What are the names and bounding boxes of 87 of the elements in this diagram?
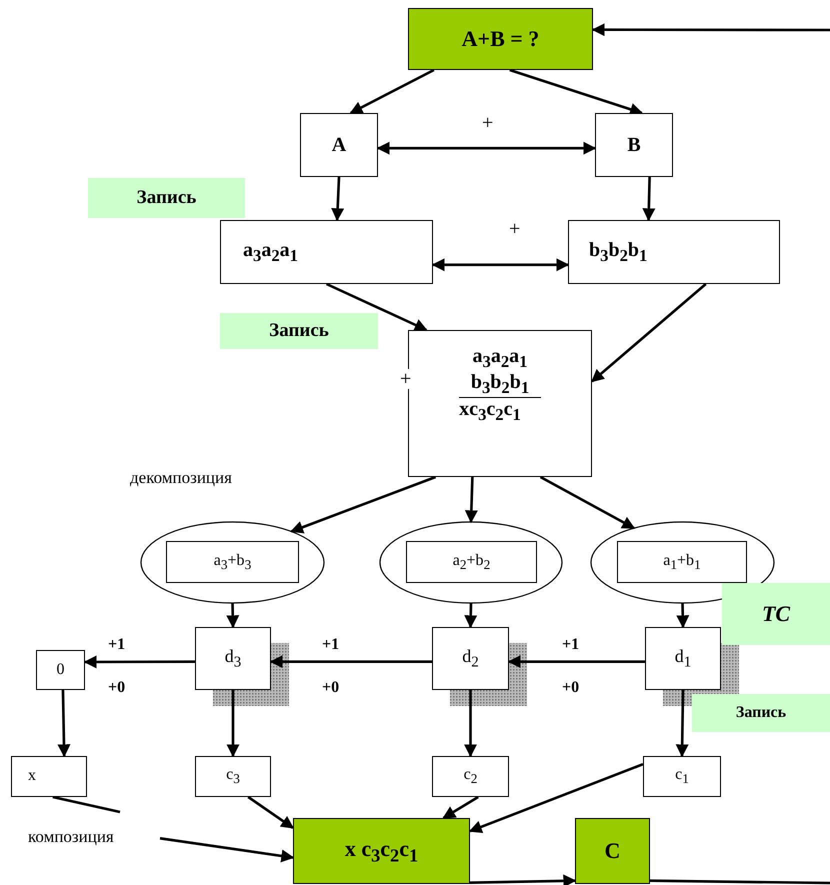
process-box <box>408 8 593 70</box>
process-box <box>432 756 509 797</box>
carry-label: +0 <box>562 679 580 697</box>
arrow <box>642 176 656 222</box>
caption-text: декомпозиция <box>130 468 232 488</box>
box-label: d$_{2}$ <box>462 646 479 672</box>
process-box <box>36 650 85 690</box>
arrow <box>57 690 70 758</box>
box-label: A+B = ? <box>462 26 540 52</box>
box-label: a$_{3}$+b$_{3}$ <box>214 552 252 572</box>
box-label: a$_{3}$a$_{2}$a$_{1}$ <box>243 238 298 266</box>
arrow <box>591 283 707 382</box>
arrow <box>226 690 240 758</box>
arrow <box>290 476 436 534</box>
process-box <box>575 818 650 884</box>
box-label: a$_{2}$+b$_{2}$ <box>452 552 490 572</box>
box-label: b$_{3}$b$_{2}$b$_{1}$ <box>589 238 648 266</box>
process-box <box>166 541 299 583</box>
operand-text: a$_{3}$a$_{2}$a$_{1}$ <box>472 345 528 372</box>
process-box <box>293 818 470 884</box>
box-label: c$_{3}$ <box>226 766 240 787</box>
arrow <box>676 602 690 628</box>
arrow <box>676 690 689 758</box>
arrow <box>468 762 644 834</box>
process-box <box>195 627 271 690</box>
box-label: 0 <box>56 660 64 680</box>
box-label: Запись <box>269 320 329 342</box>
arrow <box>470 874 576 885</box>
arrow <box>432 258 570 272</box>
box-label: TC <box>762 601 790 627</box>
carry-label: +1 <box>562 636 580 654</box>
box-label: Запись <box>136 187 196 209</box>
box-label: A <box>332 134 346 156</box>
plus-sign: + <box>509 218 520 241</box>
box-label: x c$_{3}$c$_{2}$c$_{1}$ <box>344 836 418 866</box>
note-box <box>88 178 245 218</box>
arrow <box>509 68 644 116</box>
arrow <box>508 655 645 668</box>
process-box <box>11 756 87 797</box>
arrow <box>464 690 477 758</box>
process-box <box>645 627 721 690</box>
carry-label: +1 <box>322 636 340 654</box>
carry-label: +0 <box>108 679 126 697</box>
carry-label: +1 <box>108 636 126 654</box>
operand-text: b$_{3}$b$_{2}$b$_{1}$ <box>470 371 530 398</box>
process-box <box>406 541 537 583</box>
arrow <box>247 796 294 829</box>
note-box <box>692 694 830 732</box>
note-box <box>722 583 830 645</box>
arrow <box>464 602 478 628</box>
arrow <box>326 282 428 332</box>
operand-text: xc$_{3}$c$_{2}$c$_{1}$ <box>459 397 541 425</box>
connector-line <box>52 796 120 814</box>
box-label: Запись <box>736 704 786 722</box>
box-label: x <box>28 767 36 786</box>
process-box <box>432 627 509 690</box>
box-label: C <box>604 838 620 864</box>
connector-line <box>650 879 830 884</box>
box-label: c$_{2}$ <box>464 766 478 787</box>
arrow <box>226 602 240 628</box>
arrow <box>464 476 478 524</box>
carry-label: +0 <box>322 679 340 697</box>
note-box <box>220 313 378 349</box>
process-box <box>568 220 780 284</box>
process-box <box>595 113 673 177</box>
box-label: d$_{1}$ <box>674 646 692 672</box>
arrow <box>350 68 434 114</box>
arrow <box>160 837 294 862</box>
plus-sign: + <box>482 112 494 135</box>
arrow <box>270 655 432 668</box>
arrow <box>442 796 479 820</box>
box-label: c$_{1}$ <box>675 766 689 787</box>
process-box <box>220 220 433 284</box>
box-label: a$_{1}$+b$_{1}$ <box>663 552 701 572</box>
arrow <box>540 476 636 530</box>
arrow <box>331 176 344 222</box>
arrow <box>84 655 195 668</box>
process-box <box>195 756 271 797</box>
process-box <box>643 756 721 797</box>
box-label: B <box>627 134 641 156</box>
arrow <box>592 23 830 36</box>
arrow <box>376 142 596 155</box>
process-box <box>617 541 747 583</box>
caption-text: композиция <box>28 827 114 847</box>
process-box <box>300 113 378 177</box>
box-label: d$_{3}$ <box>224 646 242 672</box>
plus-sign: + <box>400 369 412 389</box>
